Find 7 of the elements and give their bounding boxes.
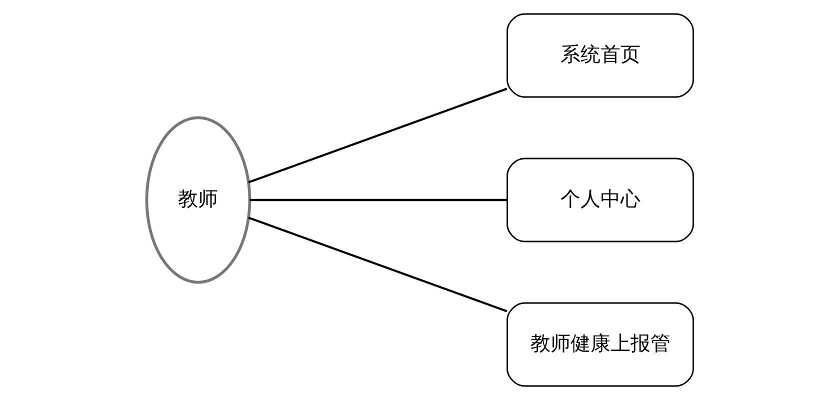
connector — [250, 198, 508, 202]
node-ellipse: 教师 — [145, 116, 252, 284]
node-box: 个人中心 — [506, 158, 694, 242]
node-box: 系统首页 — [506, 13, 694, 98]
connector — [248, 216, 508, 312]
connector — [248, 88, 508, 184]
node-box: 教师健康上报管 — [506, 302, 694, 387]
